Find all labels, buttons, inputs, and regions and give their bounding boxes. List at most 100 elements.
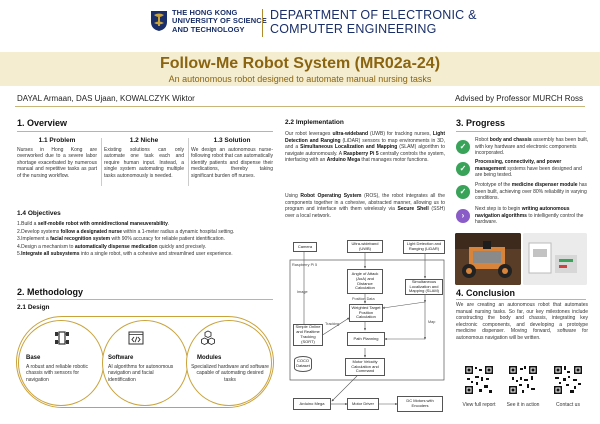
emphasis: Robot Operating System [300,193,362,199]
hkust-logo-icon [151,11,167,31]
text-run: (LiDAR) sensors to map environments in 3… [285,137,445,151]
overview-heading: 1. Overview [17,118,68,128]
path-planning-node: Path Planning [347,332,385,346]
authors: DAYAL Armaan, DAS Ujaan, KOWALCZYK Wikto… [17,94,195,103]
motor-driver-node: Motor Driver [347,398,379,410]
implementation-heading: 2.2 Implementation [285,119,344,126]
implementation-paragraph-1: Our robot leverages ultra-wideband (UWB)… [285,131,445,164]
text-run: Next step is to begin [475,206,522,212]
column-divider [101,138,102,186]
progress-text: Prototype of the medicine dispenser modu… [475,182,590,202]
emphasis: body and chassis [489,137,532,143]
objective-text: 1.Build a [17,221,38,227]
university-line-1: THE HONG KONG [172,8,238,17]
solution-text: We design an autonomous nurse-following … [191,147,273,179]
niche-text: Existing solutions can only automate one… [104,147,184,179]
software-title: Software [108,355,134,361]
objective-item: 4.Design a mechanism to automatically di… [17,244,271,252]
lidar-node: Light Detection and Ranging (LiDAR) [403,240,445,254]
modules-text: Specialized hardware and software capabl… [191,364,269,383]
tracking-label: Tracking [325,322,340,326]
base-title: Base [26,355,41,361]
emphasis: Processing, connectivity, and power mana… [475,159,562,172]
motor-velocity-node: Motor Velocity Calculation and Command [345,358,385,376]
objective-text: quickly and precisely. [157,243,207,250]
objective-text: 3.Implement a [17,236,51,242]
conclusion-text: We are creating an autonomous robot that… [456,302,588,341]
progress-text: Next step is to begin writing autonomous… [475,206,590,226]
qr-code-demo[interactable] [508,365,538,395]
dispenser-image [523,233,587,285]
emphasis: Simultaneous Localization and Mapping [300,144,398,151]
methodology-rule [17,299,273,300]
qr-label-report: View full report [462,402,496,408]
objective-emphasis: Integrate all subsystems [21,251,80,257]
text-run: to intelligently control the hardware. [475,212,584,226]
text-run: Our robot leverages [285,131,333,137]
emphasis: Light Detection and Ranging [285,131,445,144]
emphasis: Raspberry Pi 5 [343,150,379,157]
emphasis: writing autonomous navigation algorithms [475,206,570,219]
problem-title: 1.1 Problem [38,137,76,144]
image-label: Image [297,290,308,294]
coco-dataset-node: COCO Dataset [294,356,312,372]
angle-node: Angle of Attack (AoA) and Distance Calcu… [347,269,383,294]
progress-heading: 3. Progress [456,118,506,128]
arduino-node: Arduino Mega [293,398,331,410]
poster-title: Follow-Me Robot System (MR02a-24) [159,55,441,72]
weighted-target-node: Weighted Target Position Calculation [349,304,383,322]
implementation-paragraph-2: Using Robot Operating System (ROS), the … [285,193,445,219]
niche-title: 1.2 Niche [129,137,159,144]
objective-text: into a single robot, with a cohesive and… [79,251,233,257]
methodology-heading: 2. Methodology [17,287,83,297]
check-icon: ✓ [456,162,470,176]
problem-column: 1.1 Problem Nurses in Hong Kong are over… [17,137,97,179]
qr-code-contact[interactable] [553,365,583,395]
objective-text: 5. [17,251,22,257]
objective-emphasis: facial recognition system [50,236,111,242]
objective-text: . [167,221,170,227]
qr-label-demo: See it in action [506,402,540,408]
qr-label-contact: Contact us [556,402,580,408]
text-run: systems have been designed and are being… [475,165,582,179]
modules-card [186,320,272,406]
emphasis: medicine dispenser module [511,182,578,188]
progress-text: Robot body and chassis assembly has been… [475,137,590,157]
robot-chassis-image [455,233,521,285]
objective-text: with 90% accuracy for reliable patient i… [110,236,225,242]
dc-motors-node: DC Motors with Encoders [397,396,443,412]
position-label: Position Data [352,297,375,301]
header-rule [15,106,585,107]
robot-photo [455,233,521,285]
software-card [102,320,188,406]
header-divider [262,9,263,37]
text-run: Prototype of the [475,182,512,188]
objective-text: within a 1-meter radius a dynamic hospit… [122,228,235,235]
objective-item: 3.Implement a facial recognition system … [17,236,271,244]
qr-code-report[interactable] [464,365,494,395]
conclusion-heading: 4. Conclusion [456,288,516,298]
text-run: (ROS), the robot integrates all the comp… [285,193,445,213]
overview-rule [17,131,273,132]
emphasis: Secure Shell [397,206,429,213]
university-line-2: UNIVERSITY OF SCIENCE [172,16,267,26]
text-run: Using [285,193,301,199]
poster-header: THE HONG KONG UNIVERSITY OF SCIENCE AND … [0,0,600,48]
solution-column: 1.3 Solution We design an autonomous nur… [191,137,273,179]
text-run: (UWB) for tracking nurses, [368,131,433,137]
dispenser-photo [523,233,587,285]
objective-emphasis: self-mobile robot with omnidirectional m… [37,221,168,227]
check-icon: ✓ [456,140,470,154]
niche-column: 1.2 Niche Existing solutions can only au… [104,137,184,179]
rpi-label: Raspberry Pi 5 [292,263,318,267]
objective-item: 5.Integrate all subsystems into a single… [17,251,271,259]
column-divider [188,138,189,186]
text-run: (SLAM) algorithm to navigate autonomousl… [285,144,445,157]
department-line-2: COMPUTER ENGINEERING [270,22,437,36]
text-run: has been built, achieving over 80% relia… [475,182,588,202]
university-line-3: AND TECHNOLOGY [172,24,245,34]
objective-emphasis: follow a designated nurse [60,228,123,235]
progress-rule [456,131,586,132]
uwb-node: Ultra-wideband (UWB) [347,240,383,253]
progress-text: Processing, connectivity, and power mana… [475,159,590,179]
